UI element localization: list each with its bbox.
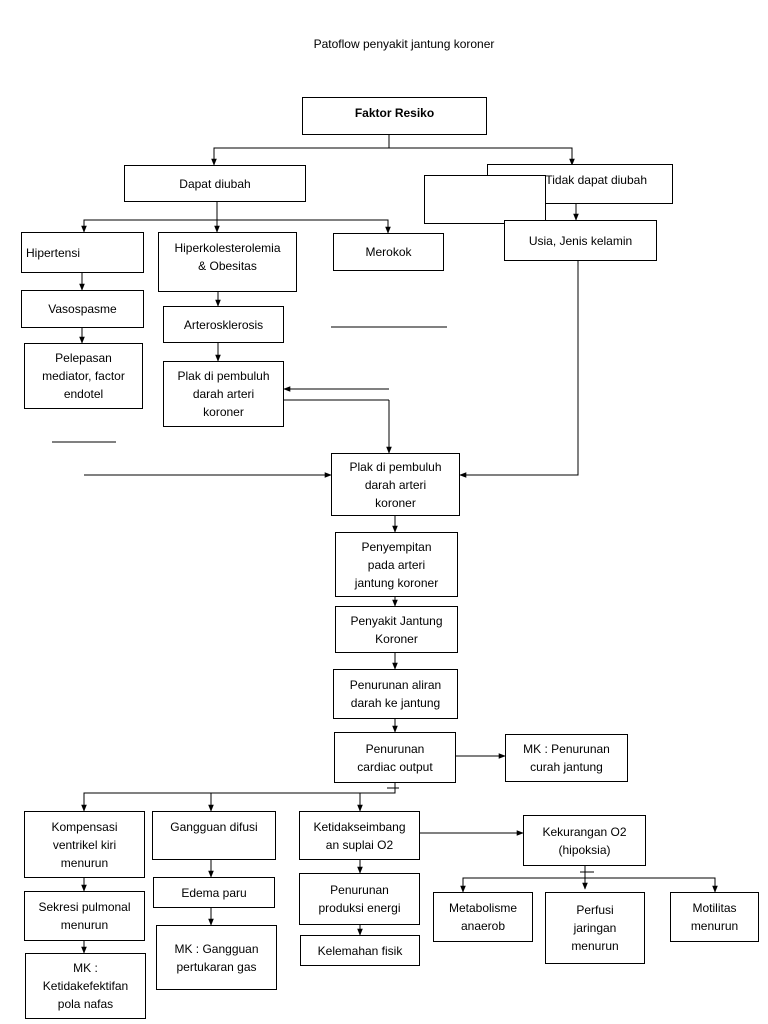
node-pelepasan-mediator: Pelepasan mediator, factor endotel xyxy=(24,343,143,409)
node-plak-2: Plak di pembuluh darah arteri koroner xyxy=(331,453,460,516)
node-perfusi-jaringan: Perfusi jaringan menurun xyxy=(545,892,645,964)
page-title: Patoflow penyakit jantung koroner xyxy=(313,37,495,51)
node-usia-jenis-kelamin: Usia, Jenis kelamin xyxy=(504,220,657,261)
node-penurunan-produksi-energi: Penurunan produksi energi xyxy=(299,873,420,925)
node-mk-penurunan-curah-jantung: MK : Penurunan curah jantung xyxy=(505,734,628,782)
overlapping-blank-box xyxy=(424,175,546,224)
node-mk-ketidakefektifan-pola-nafas: MK : Ketidakefektifan pola nafas xyxy=(25,953,146,1019)
node-faktor-resiko: Faktor Resiko xyxy=(302,97,487,135)
node-vasospasme: Vasospasme xyxy=(21,290,144,328)
node-metabolisme-anaerob: Metabolisme anaerob xyxy=(433,892,533,942)
node-edema-paru: Edema paru xyxy=(153,877,275,908)
node-motilitas-menurun: Motilitas menurun xyxy=(670,892,759,942)
node-dapat-diubah: Dapat diubah xyxy=(124,165,306,202)
node-gangguan-difusi: Gangguan difusi xyxy=(152,811,276,860)
node-sekresi-pulmonal: Sekresi pulmonal menurun xyxy=(24,891,145,941)
node-arterosklerosis: Arterosklerosis xyxy=(163,306,284,343)
node-kekurangan-o2: Kekurangan O2 (hipoksia) xyxy=(523,815,646,866)
node-merokok: Merokok xyxy=(333,233,444,271)
node-kelemahan-fisik: Kelemahan fisik xyxy=(300,935,420,966)
node-penyakit-jantung-koroner: Penyakit Jantung Koroner xyxy=(335,606,458,653)
node-kompensasi-ventrikel: Kompensasi ventrikel kiri menurun xyxy=(24,811,145,878)
node-mk-gangguan-pertukaran-gas: MK : Gangguan pertukaran gas xyxy=(156,925,277,990)
node-penyempitan: Penyempitan pada arteri jantung koroner xyxy=(335,532,458,597)
node-plak-1: Plak di pembuluh darah arteri koroner xyxy=(163,361,284,427)
node-penurunan-aliran: Penurunan aliran darah ke jantung xyxy=(333,669,458,719)
node-hiperkolesterolemia: Hiperkolesterolemia & Obesitas xyxy=(158,232,297,292)
node-hipertensi: Hipertensi xyxy=(21,232,144,273)
node-ketidakseimbangan-suplai: Ketidakseimbang an suplai O2 xyxy=(299,811,420,860)
node-penurunan-cardiac-output: Penurunan cardiac output xyxy=(334,732,456,783)
